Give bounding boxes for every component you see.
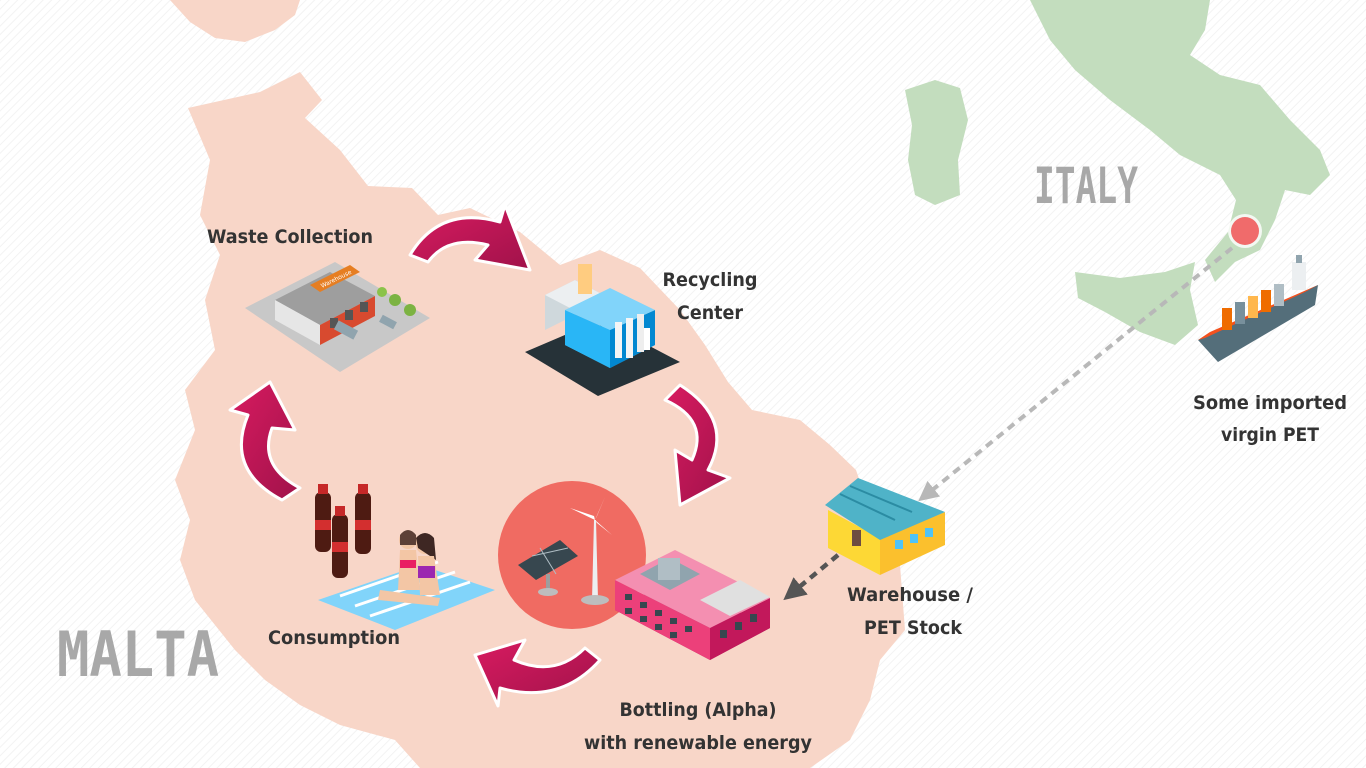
- warehouse-route-line: [783, 553, 840, 601]
- cycle-arrow-recycling-to-bottling: [663, 383, 732, 507]
- supply-routes: [783, 246, 1234, 601]
- label-import-line2: virgin PET: [1221, 424, 1319, 446]
- import-route-line: [918, 246, 1234, 502]
- cycle-arrow-bottling-to-consumption: [473, 638, 602, 708]
- cycle-arrows: [228, 203, 732, 708]
- cola-bottle-icon: [332, 506, 348, 578]
- label-import-line1: Some imported: [1193, 392, 1347, 414]
- label-warehouse-line2: PET Stock: [864, 617, 962, 639]
- sicily-island: [1075, 262, 1198, 345]
- label-bottling-line1: Bottling (Alpha): [620, 699, 777, 721]
- label-waste-collection: Waste Collection: [207, 226, 373, 248]
- wind-turbine-icon: [570, 497, 612, 605]
- country-label-italy: ITALY: [1034, 157, 1138, 215]
- label-recycling-line2: Center: [677, 302, 744, 324]
- cola-bottle-icon: [315, 484, 331, 552]
- italy-map: [905, 0, 1330, 345]
- label-consumption: Consumption: [268, 627, 400, 649]
- origin-marker: [1228, 214, 1262, 248]
- italy-peninsula: [1030, 0, 1330, 282]
- cycle-arrow-consumption-to-collection: [228, 380, 302, 502]
- factory-icon: [615, 550, 770, 660]
- cycle-arrow-collection-to-recycling: [408, 203, 532, 272]
- country-label-malta: MALTA: [57, 618, 219, 691]
- recycling-center-icon: [525, 264, 680, 396]
- gozo-island-fragment: [170, 0, 300, 42]
- warehouse-icon: [825, 478, 945, 575]
- waste-collection-icon: Warehouse: [245, 262, 430, 372]
- cola-bottle-icon: [355, 484, 371, 554]
- solar-panel-icon: [518, 540, 578, 596]
- label-bottling-line2: with renewable energy: [584, 732, 813, 754]
- sardinia-island: [905, 80, 968, 205]
- bottling-plant-icon: [498, 481, 770, 660]
- consumption-icon: [315, 484, 495, 630]
- people-icon: [378, 530, 440, 606]
- label-warehouse-line1: Warehouse /: [847, 584, 973, 606]
- label-recycling-line1: Recycling: [663, 269, 758, 291]
- container-ship-icon: [1198, 255, 1318, 362]
